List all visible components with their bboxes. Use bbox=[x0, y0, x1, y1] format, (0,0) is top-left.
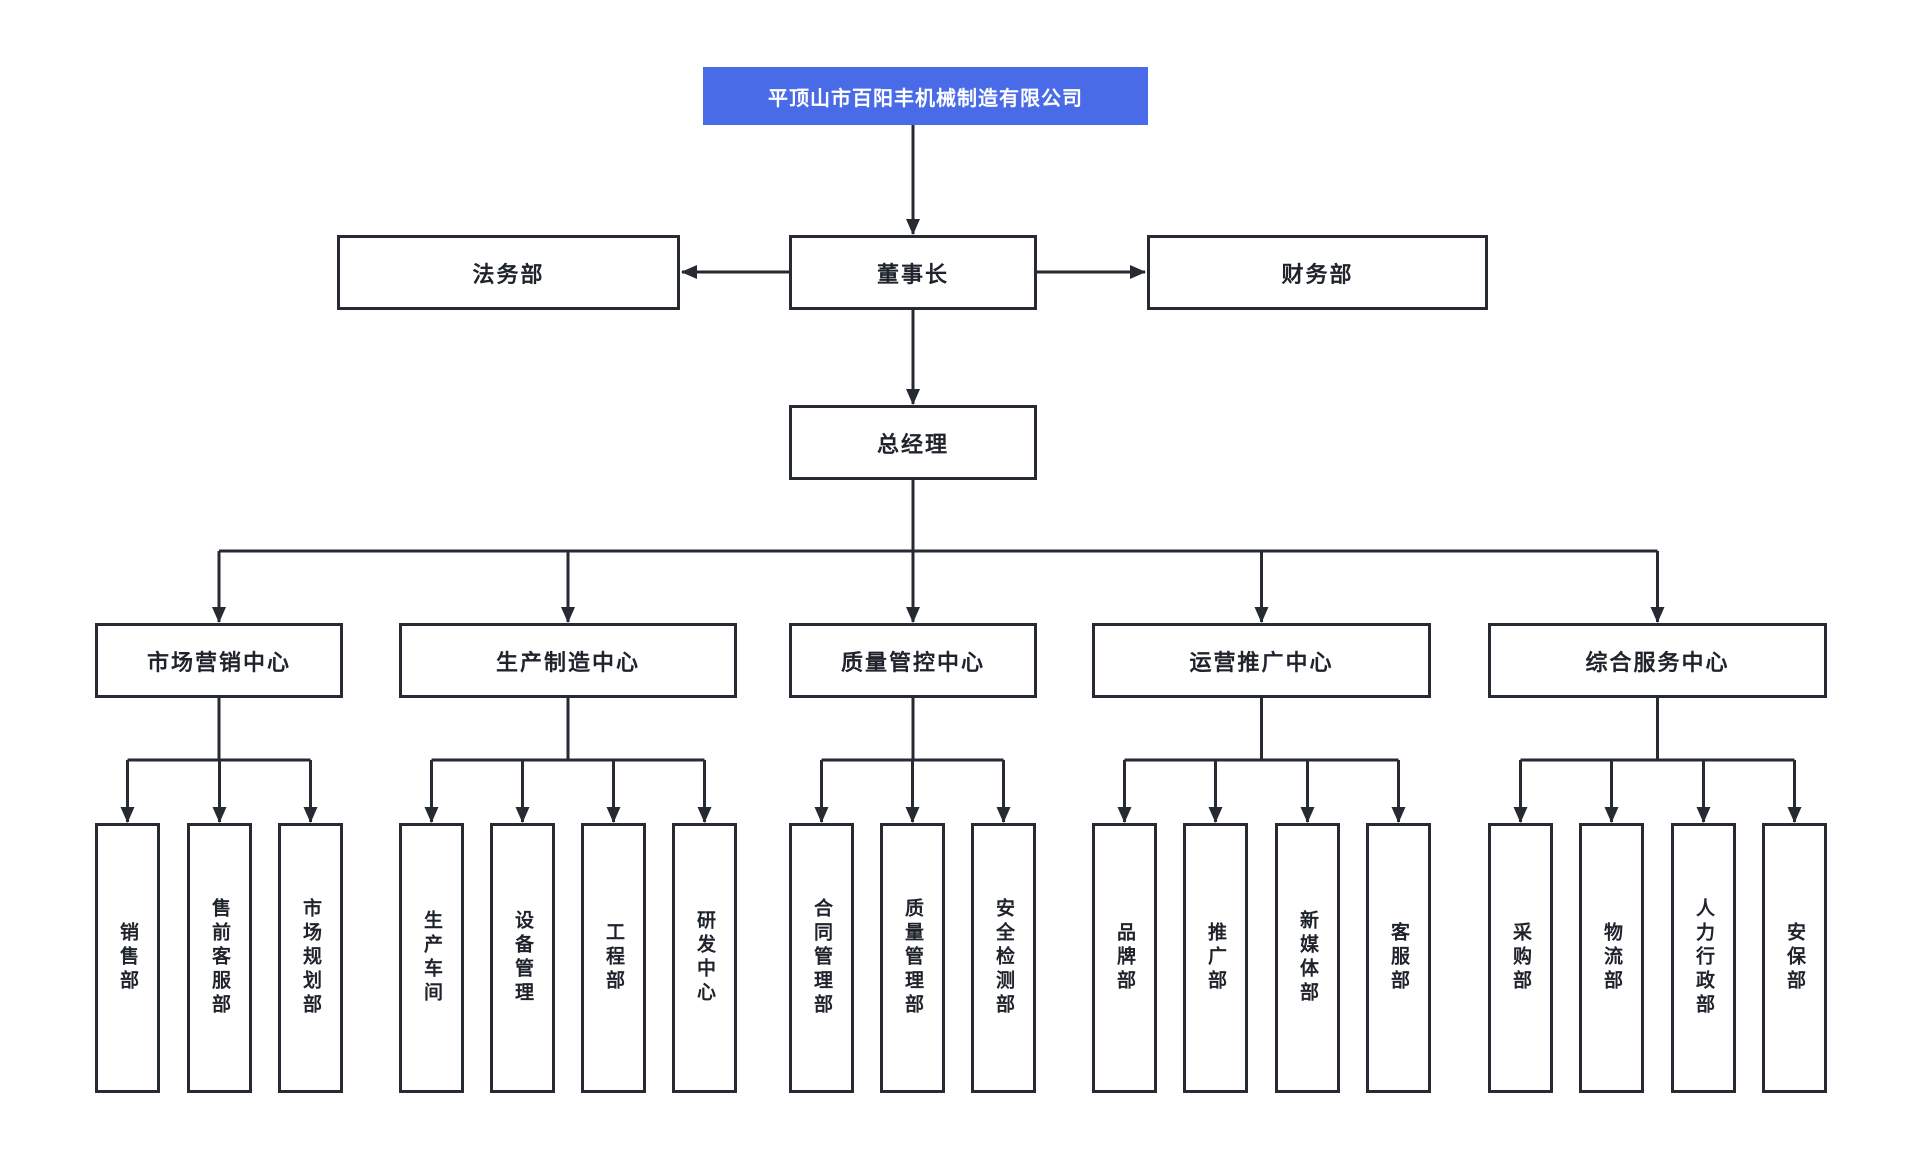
chairman: 董事长 bbox=[789, 235, 1037, 310]
leaf-label: 工程部 bbox=[603, 922, 625, 994]
contract-management-dept: 合同管理部 bbox=[789, 823, 854, 1093]
security-dept: 安保部 bbox=[1762, 823, 1827, 1093]
safety-inspection-dept: 安全检测部 bbox=[971, 823, 1036, 1093]
promotion-dept: 推广部 bbox=[1183, 823, 1248, 1093]
production-center: 生产制造中心 bbox=[399, 623, 737, 698]
customer-service-dept: 客服部 bbox=[1366, 823, 1431, 1093]
leaf-label: 客服部 bbox=[1388, 922, 1410, 994]
new-media-dept: 新媒体部 bbox=[1275, 823, 1340, 1093]
general-manager: 总经理 bbox=[789, 405, 1037, 480]
procurement-dept: 采购部 bbox=[1488, 823, 1553, 1093]
quality-management-dept: 质量管理部 bbox=[880, 823, 945, 1093]
leaf-label: 设备管理 bbox=[512, 910, 534, 1006]
presales-service-dept: 售前客服部 bbox=[187, 823, 252, 1093]
brand-dept: 品牌部 bbox=[1092, 823, 1157, 1093]
marketing-center: 市场营销中心 bbox=[95, 623, 343, 698]
finance-dept: 财务部 bbox=[1147, 235, 1488, 310]
leaf-label: 研发中心 bbox=[694, 910, 716, 1006]
engineering-dept: 工程部 bbox=[581, 823, 646, 1093]
leaf-label: 市场规划部 bbox=[300, 898, 322, 1018]
production-workshop: 生产车间 bbox=[399, 823, 464, 1093]
leaf-label: 质量管理部 bbox=[902, 898, 924, 1018]
leaf-label: 推广部 bbox=[1205, 922, 1227, 994]
rd-center: 研发中心 bbox=[672, 823, 737, 1093]
logistics-dept: 物流部 bbox=[1579, 823, 1644, 1093]
leaf-label: 售前客服部 bbox=[209, 898, 231, 1018]
sales-dept: 销售部 bbox=[95, 823, 160, 1093]
company-root: 平顶山市百阳丰机械制造有限公司 bbox=[703, 67, 1148, 125]
equipment-management: 设备管理 bbox=[490, 823, 555, 1093]
hr-admin-dept: 人力行政部 bbox=[1671, 823, 1736, 1093]
leaf-label: 品牌部 bbox=[1114, 922, 1136, 994]
leaf-label: 生产车间 bbox=[421, 910, 443, 1006]
market-planning-dept: 市场规划部 bbox=[278, 823, 343, 1093]
leaf-label: 安全检测部 bbox=[993, 898, 1015, 1018]
quality-center: 质量管控中心 bbox=[789, 623, 1037, 698]
leaf-label: 安保部 bbox=[1784, 922, 1806, 994]
leaf-label: 物流部 bbox=[1601, 922, 1623, 994]
leaf-label: 合同管理部 bbox=[811, 898, 833, 1018]
leaf-label: 人力行政部 bbox=[1693, 898, 1715, 1018]
services-center: 综合服务中心 bbox=[1488, 623, 1827, 698]
leaf-label: 采购部 bbox=[1510, 922, 1532, 994]
leaf-label: 销售部 bbox=[117, 922, 139, 994]
legal-dept: 法务部 bbox=[337, 235, 680, 310]
operations-center: 运营推广中心 bbox=[1092, 623, 1431, 698]
leaf-label: 新媒体部 bbox=[1297, 910, 1319, 1006]
